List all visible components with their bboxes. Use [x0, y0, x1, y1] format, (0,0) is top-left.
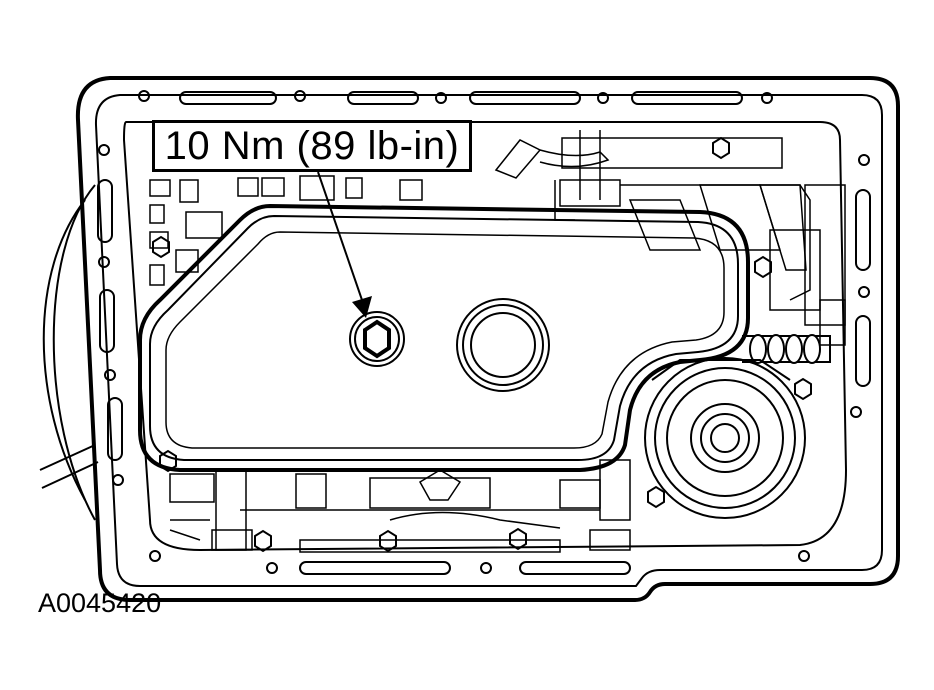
rail-bolt-hole	[266, 562, 278, 574]
oil-filter-seam	[165, 231, 725, 449]
pan-rail-inner	[94, 94, 883, 587]
cable-left	[39, 444, 99, 489]
rail-bolt-hole	[138, 90, 150, 102]
housing-curve-left-2	[42, 199, 86, 501]
filter-bolt	[349, 311, 405, 367]
rail-bolt-holes	[98, 90, 870, 574]
rail-slot	[855, 189, 871, 271]
rail-bolt-hole	[104, 369, 116, 381]
oil-filter-inner	[149, 214, 739, 461]
rail-bolt-hole	[112, 474, 124, 486]
rail-slot	[469, 91, 581, 105]
arrowhead-icon	[352, 296, 372, 318]
rail-slot	[855, 315, 871, 387]
hex-bolt	[712, 136, 730, 160]
figure-id: A0045420	[38, 588, 162, 618]
rail-slot	[99, 289, 115, 353]
rail-bolt-hole	[761, 92, 773, 104]
rail-bolt-hole	[294, 90, 306, 102]
valve-body-cavity	[122, 121, 848, 552]
filter-tube	[742, 334, 831, 364]
filter-neck	[456, 298, 550, 392]
hex-bolt	[647, 485, 665, 509]
rail-bolt-hole	[435, 92, 447, 104]
rail-slot	[631, 91, 743, 105]
rail-bolt-hole	[480, 562, 492, 574]
rail-bolt-hole	[149, 550, 161, 562]
torque-label: 10 Nm (89 lb-in)	[164, 123, 460, 168]
rail-slot	[107, 397, 123, 461]
hex-bolt	[379, 529, 397, 553]
rail-slots	[97, 91, 871, 575]
rail-bolt-hole	[858, 286, 870, 298]
rail-slot	[179, 91, 277, 105]
hex-bolt	[152, 235, 170, 259]
hex-bolt	[509, 527, 527, 551]
pan-rail-outer	[75, 76, 900, 602]
callout-leader	[317, 171, 372, 318]
rail-bolt-hole	[597, 92, 609, 104]
rail-slot	[519, 561, 631, 575]
pump-housing	[644, 357, 806, 519]
lower-valve-body	[169, 459, 631, 553]
rail-slot	[347, 91, 419, 105]
rail-slot	[299, 561, 451, 575]
valve-body-details	[149, 130, 846, 346]
hex-bolt	[254, 529, 272, 553]
hex-bolt	[754, 255, 772, 279]
hex-bolt-head	[363, 319, 391, 359]
rail-bolt-hole	[98, 256, 110, 268]
torque-callout: 10 Nm (89 lb-in)	[152, 120, 472, 172]
oil-filter-outer	[138, 203, 750, 472]
rail-slot	[97, 179, 113, 243]
rail-bolt-hole	[798, 550, 810, 562]
housing-curve-left	[52, 184, 96, 521]
rail-bolt-hole	[850, 406, 862, 418]
hex-bolt	[794, 377, 812, 401]
rail-bolt-hole	[98, 144, 110, 156]
rail-bolt-hole	[858, 154, 870, 166]
